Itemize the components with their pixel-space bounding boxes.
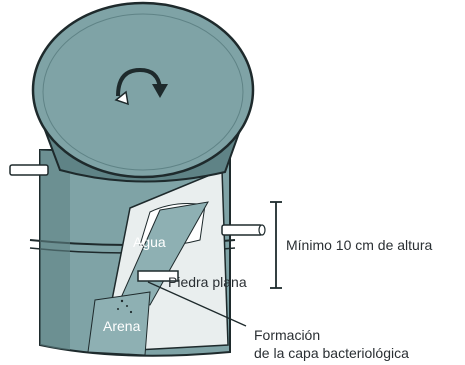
outlet-pipe <box>222 225 265 235</box>
label-minimo-altura: Mínimo 10 cm de altura <box>286 237 432 253</box>
label-agua: Agua <box>133 234 166 250</box>
label-formacion-line2: de la capa bacteriológica <box>254 345 409 361</box>
inlet-pipe <box>10 165 48 175</box>
label-arena: Arena <box>103 318 141 334</box>
label-formacion-line1: Formación <box>254 327 320 343</box>
height-bracket <box>270 202 282 288</box>
lid <box>33 3 253 182</box>
label-piedra-plana: Piedra plana <box>168 274 247 290</box>
